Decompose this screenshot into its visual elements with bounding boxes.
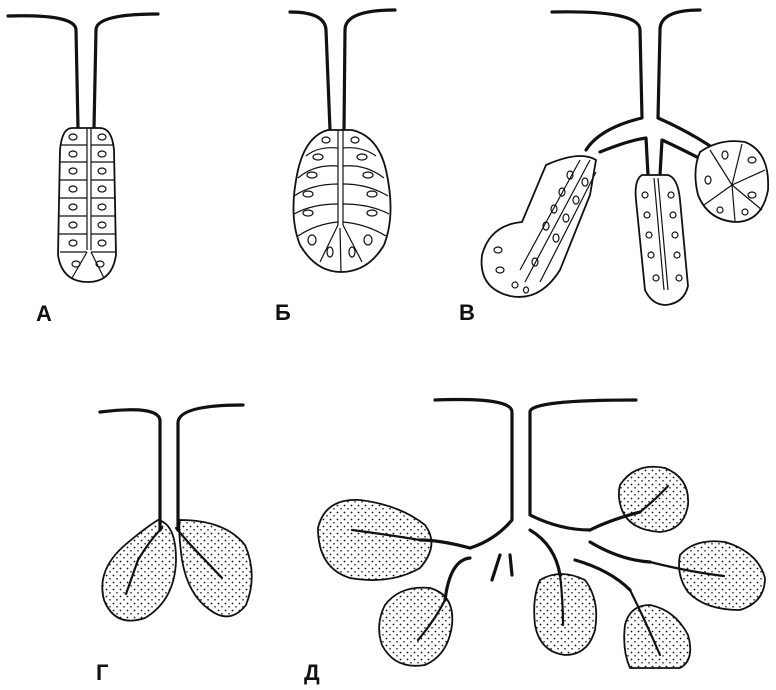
- label-panel-g: Г: [96, 660, 109, 685]
- duct-g: [98, 403, 245, 532]
- lobe-d-1: [317, 499, 433, 581]
- panel-v-branched-gland: [480, 8, 769, 306]
- label-panel-v: В: [459, 300, 475, 325]
- panel-b-simple-alveolar-gland: [288, 8, 397, 273]
- lobe-d-3: [533, 573, 598, 656]
- panel-d-compound-gland: [317, 397, 766, 669]
- duct-a: [6, 12, 160, 130]
- secretory-alveolus-b: [292, 129, 392, 273]
- duct-d-main: [433, 397, 638, 550]
- label-panel-a: А: [36, 301, 52, 326]
- duct-b: [288, 8, 397, 132]
- lobe-d-6: [623, 604, 692, 669]
- lobe-g-left: [101, 519, 177, 622]
- panel-g-branched-alveolar-gland: [98, 403, 253, 622]
- duct-d-branches: [418, 510, 652, 602]
- panel-a-simple-tubular-gland: [6, 12, 160, 283]
- lobe-d-2: [378, 586, 454, 667]
- branch-v-left: [480, 155, 597, 298]
- label-panel-b: Б: [275, 300, 291, 325]
- branch-v-middle: [634, 174, 689, 306]
- lobe-g-right: [178, 519, 253, 618]
- duct-v-main: [550, 8, 718, 152]
- alveolus-v-right: [694, 140, 769, 223]
- label-panel-d: Д: [304, 660, 320, 685]
